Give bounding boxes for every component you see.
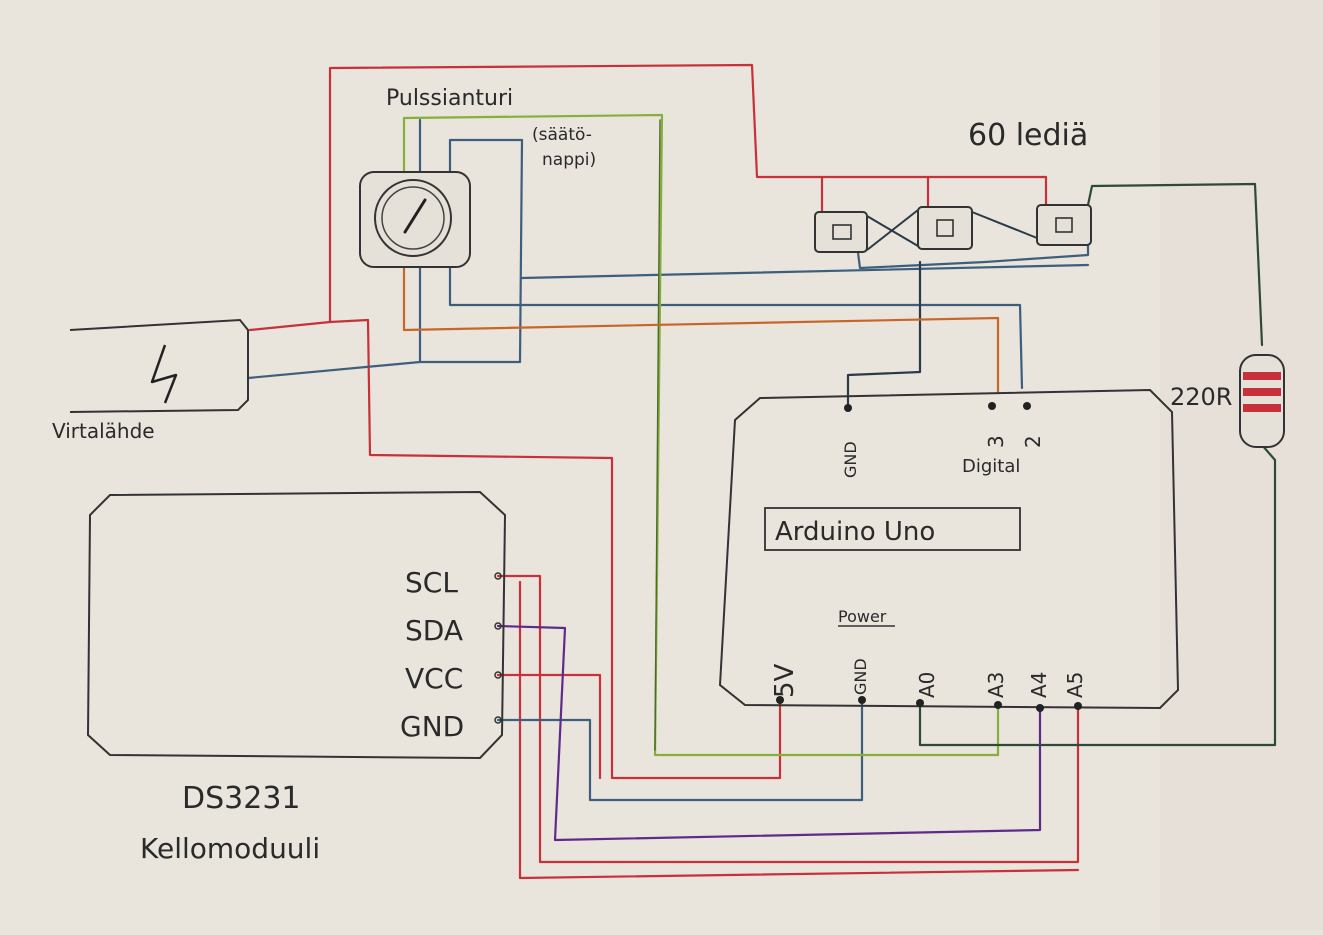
resistor: 220R	[1170, 354, 1285, 448]
rtc-pin-vcc: VCC	[405, 662, 463, 695]
led-strip-label: 60 lediä	[968, 118, 1088, 153]
rtc-model-label: DS3231	[182, 781, 301, 816]
pin-gnd-top: GND	[841, 441, 860, 478]
wire-black-arduino-gnd	[846, 260, 922, 407]
wire-green-sensor-signal	[402, 113, 1000, 757]
power-section-label: Power	[838, 607, 887, 626]
wire-red-vcc	[496, 673, 602, 780]
arduino-label: Arduino Uno	[775, 517, 935, 547]
power-source: Virtalähde	[52, 318, 249, 443]
arduino-name-box	[764, 507, 1021, 551]
pulse-sensor-label: Pulssianturi	[386, 86, 513, 111]
knob-icon	[374, 179, 452, 257]
paper-shade	[1160, 0, 1323, 930]
pin-a0: A0	[915, 672, 939, 698]
pin-5v: 5V	[770, 663, 800, 698]
pin-a3: A3	[984, 672, 1008, 698]
arduino-uno: Arduino Uno GND 3 2 Digital Power 5V GND…	[718, 388, 1180, 712]
wire-red-a5	[518, 580, 1080, 880]
wire-led-data	[1086, 182, 1264, 347]
led-1	[814, 211, 868, 253]
rtc-pin-gnd: GND	[400, 710, 464, 743]
digital-section-label: Digital	[962, 456, 1020, 477]
wire-purple-sda	[496, 624, 1042, 842]
led-strip: 60 lediä	[814, 118, 1092, 253]
adjust-knob-label-1: (säätö-	[532, 125, 592, 145]
adjust-knob-label-2: nappi)	[542, 150, 596, 170]
pin-d2: 2	[1021, 435, 1045, 448]
wire-blue-led-gnd	[855, 238, 1090, 270]
wire-green-overlay	[654, 119, 661, 751]
pin-gnd-bottom: GND	[851, 658, 870, 695]
wire-blue-led-bus	[520, 263, 1090, 280]
wire-red-scl	[496, 574, 1080, 864]
led-2	[917, 206, 973, 250]
pulse-sensor: Pulssianturi (säätö- nappi)	[359, 86, 596, 268]
resistor-label: 220R	[1170, 383, 1232, 411]
wire-resistor-a0	[918, 443, 1277, 747]
wire-blue-rtc-gnd	[496, 698, 864, 802]
power-source-label: Virtalähde	[52, 419, 155, 443]
rtc-name-label: Kellomoduuli	[140, 832, 320, 865]
lightning-icon	[150, 344, 178, 404]
pin-d3: 3	[984, 435, 1008, 448]
rtc-pin-scl: SCL	[405, 566, 458, 599]
wire-orange-d3	[402, 248, 1000, 394]
pin-a5: A5	[1063, 672, 1087, 698]
wire-red-sensor	[328, 318, 782, 780]
rtc-module: SCL SDA VCC GND DS3231 Kellomoduuli	[86, 490, 507, 865]
led-3	[1036, 204, 1092, 246]
pin-a4: A4	[1027, 672, 1051, 698]
rtc-pin-sda: SDA	[405, 614, 463, 647]
